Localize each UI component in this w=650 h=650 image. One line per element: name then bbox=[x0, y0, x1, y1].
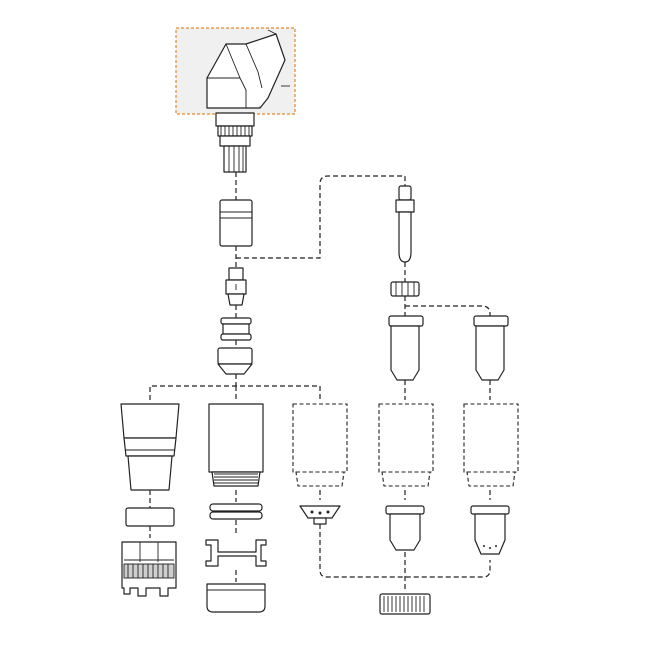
fine-cut-nozzle-icon bbox=[388, 315, 424, 381]
swirl-ring-icon bbox=[220, 317, 252, 341]
knurled-ring-icon bbox=[379, 593, 431, 615]
cap-body-icon bbox=[385, 505, 510, 555]
drag-shield-icon bbox=[292, 403, 348, 525]
retaining-sleeve-icon bbox=[219, 199, 253, 247]
torch-coupling-icon bbox=[215, 112, 255, 173]
fine-cut-shield-icon bbox=[378, 403, 519, 487]
deflector-icon bbox=[205, 539, 267, 567]
fine-cut-nozzle-long-icon bbox=[473, 315, 509, 381]
insulator-ring-icon bbox=[125, 507, 175, 527]
o-ring-icon bbox=[209, 503, 263, 520]
gouging-shield-icon bbox=[121, 541, 177, 597]
electrode-icon bbox=[225, 267, 247, 306]
ohmic-clip-icon bbox=[206, 583, 266, 613]
nozzle-icon bbox=[217, 347, 253, 375]
torch-head-icon bbox=[175, 27, 296, 115]
retaining-cap-icon bbox=[208, 403, 264, 487]
connector-lines bbox=[149, 172, 491, 592]
fine-cut-electrode-icon bbox=[395, 185, 415, 263]
fine-cut-swirl-ring-icon bbox=[390, 281, 420, 297]
shield-cap-icon bbox=[120, 403, 180, 491]
